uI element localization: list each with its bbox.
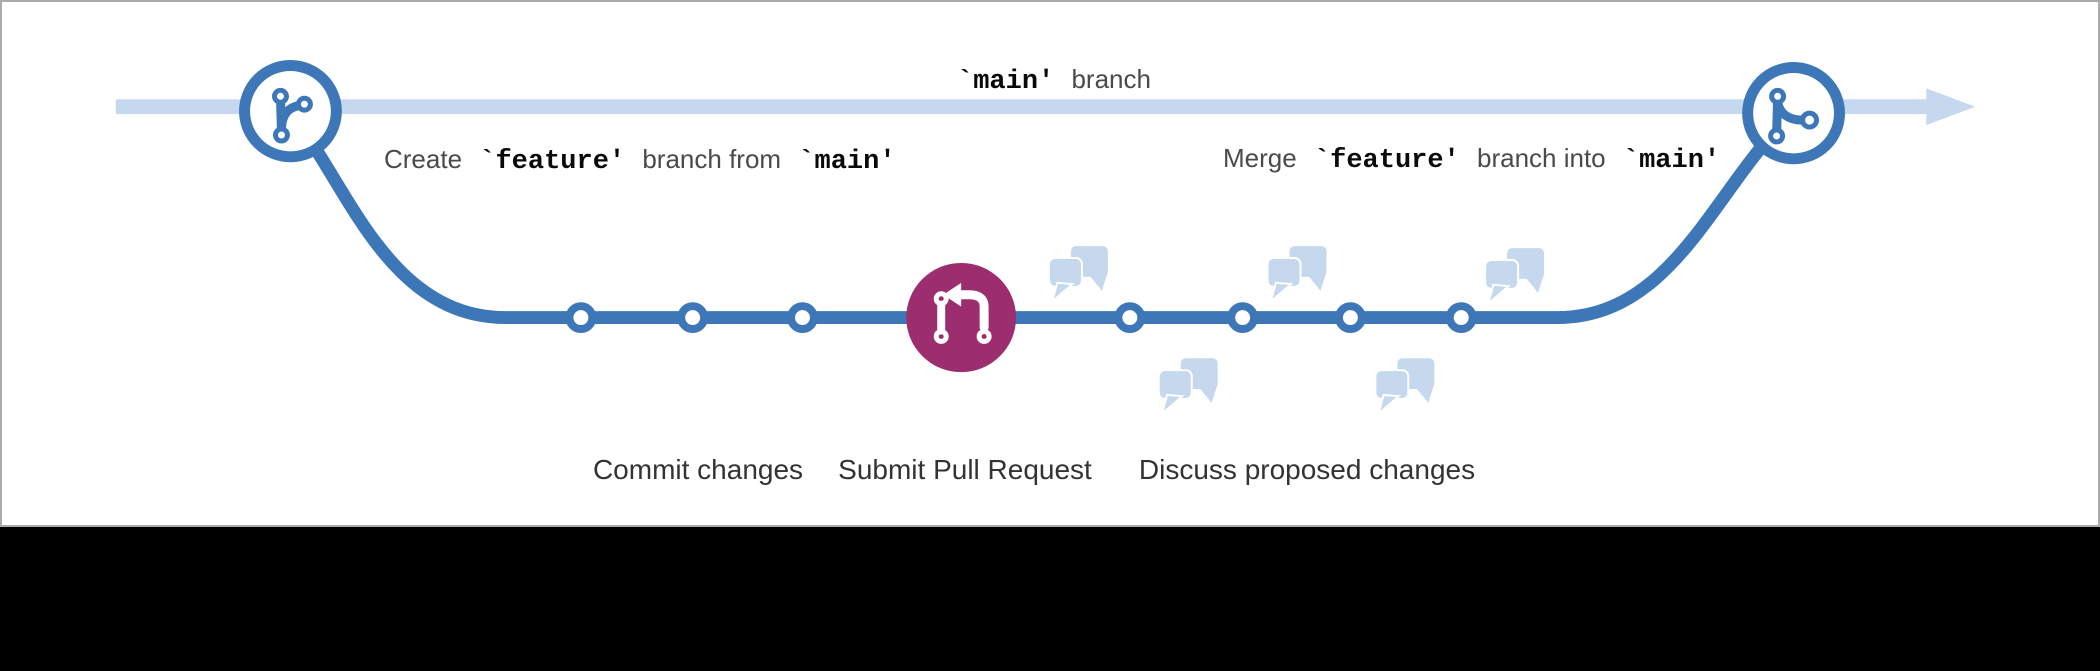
discussion-bubbles-icon (1484, 246, 1547, 303)
git-flow-diagram (115, 60, 1976, 413)
main-branch-line (115, 99, 1929, 115)
pull-request-node (906, 263, 1017, 373)
commit-dot (1334, 302, 1366, 333)
commit-dot (1227, 302, 1259, 333)
discuss-changes-label: Discuss proposed changes (1138, 454, 1476, 485)
merge-feature-branch-label: Merge `feature' branch into `main' (1223, 143, 1721, 176)
main-branch-label: `main' branch (947, 64, 1151, 97)
branch-point-node (239, 60, 342, 163)
feature-branch-line (285, 108, 1798, 325)
git-merge-icon (1768, 87, 1820, 145)
main-branch-code: `main' (957, 67, 1055, 97)
git-branch-icon (271, 87, 313, 144)
commit-dot (677, 302, 709, 333)
footer-bar (0, 527, 2100, 671)
submit-pull-request-label: Submit Pull Request (838, 454, 1092, 485)
discussion-bubbles-icon (1157, 356, 1220, 413)
arrow-right-icon (1926, 88, 1976, 126)
commit-dot (1114, 302, 1146, 333)
commit-changes-label: Commit changes (592, 454, 804, 485)
discussion-bubbles-icon (1374, 356, 1437, 413)
merge-point-node (1742, 62, 1845, 165)
discussion-bubbles-icon (1266, 244, 1329, 301)
commit-dot (787, 302, 818, 333)
commit-dot (1445, 302, 1477, 333)
commit-dot (565, 302, 597, 333)
main-branch-word: branch (1071, 64, 1151, 94)
discussion-bubbles-icon (1048, 244, 1110, 301)
create-feature-branch-label: Create `feature' branch from `main' (384, 144, 896, 177)
diagram-panel: `main' branch Create `feature' branch fr… (0, 0, 2100, 527)
git-pull-request-icon (933, 282, 992, 344)
